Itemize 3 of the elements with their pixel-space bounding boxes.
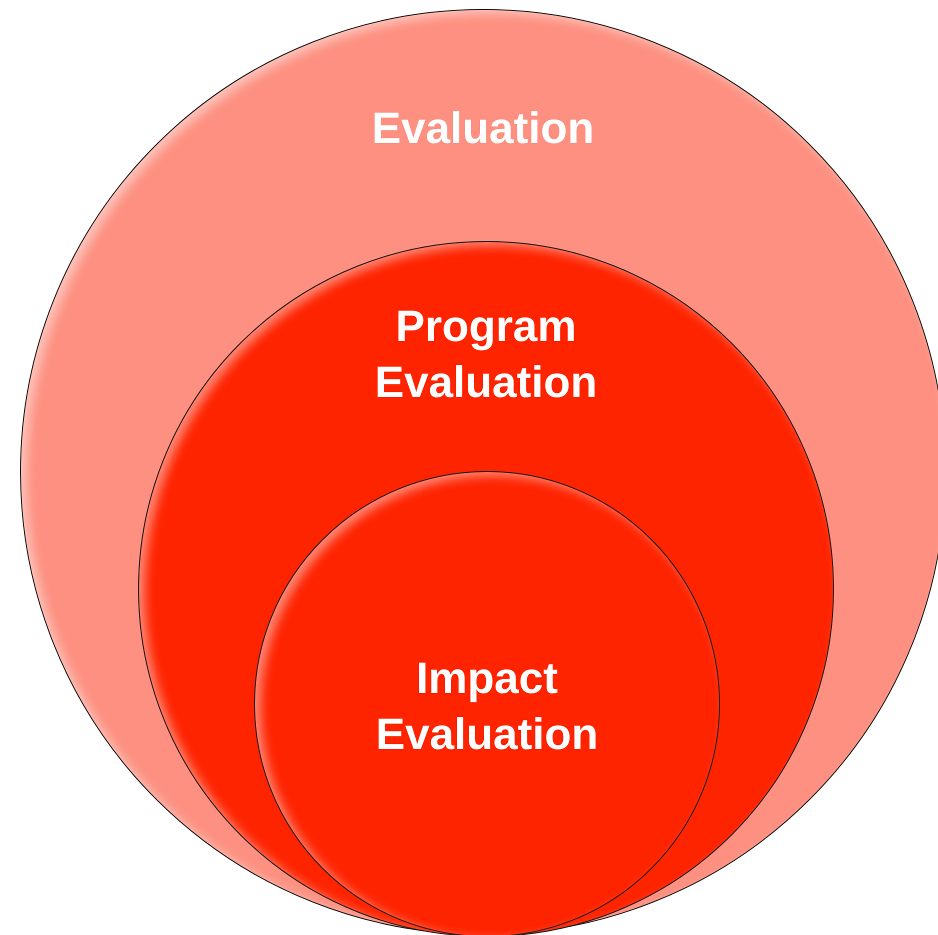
circle-label: Program Evaluation (374, 301, 598, 409)
circle-label: Evaluation (370, 103, 596, 155)
circle-label: Impact Evaluation (374, 653, 600, 761)
